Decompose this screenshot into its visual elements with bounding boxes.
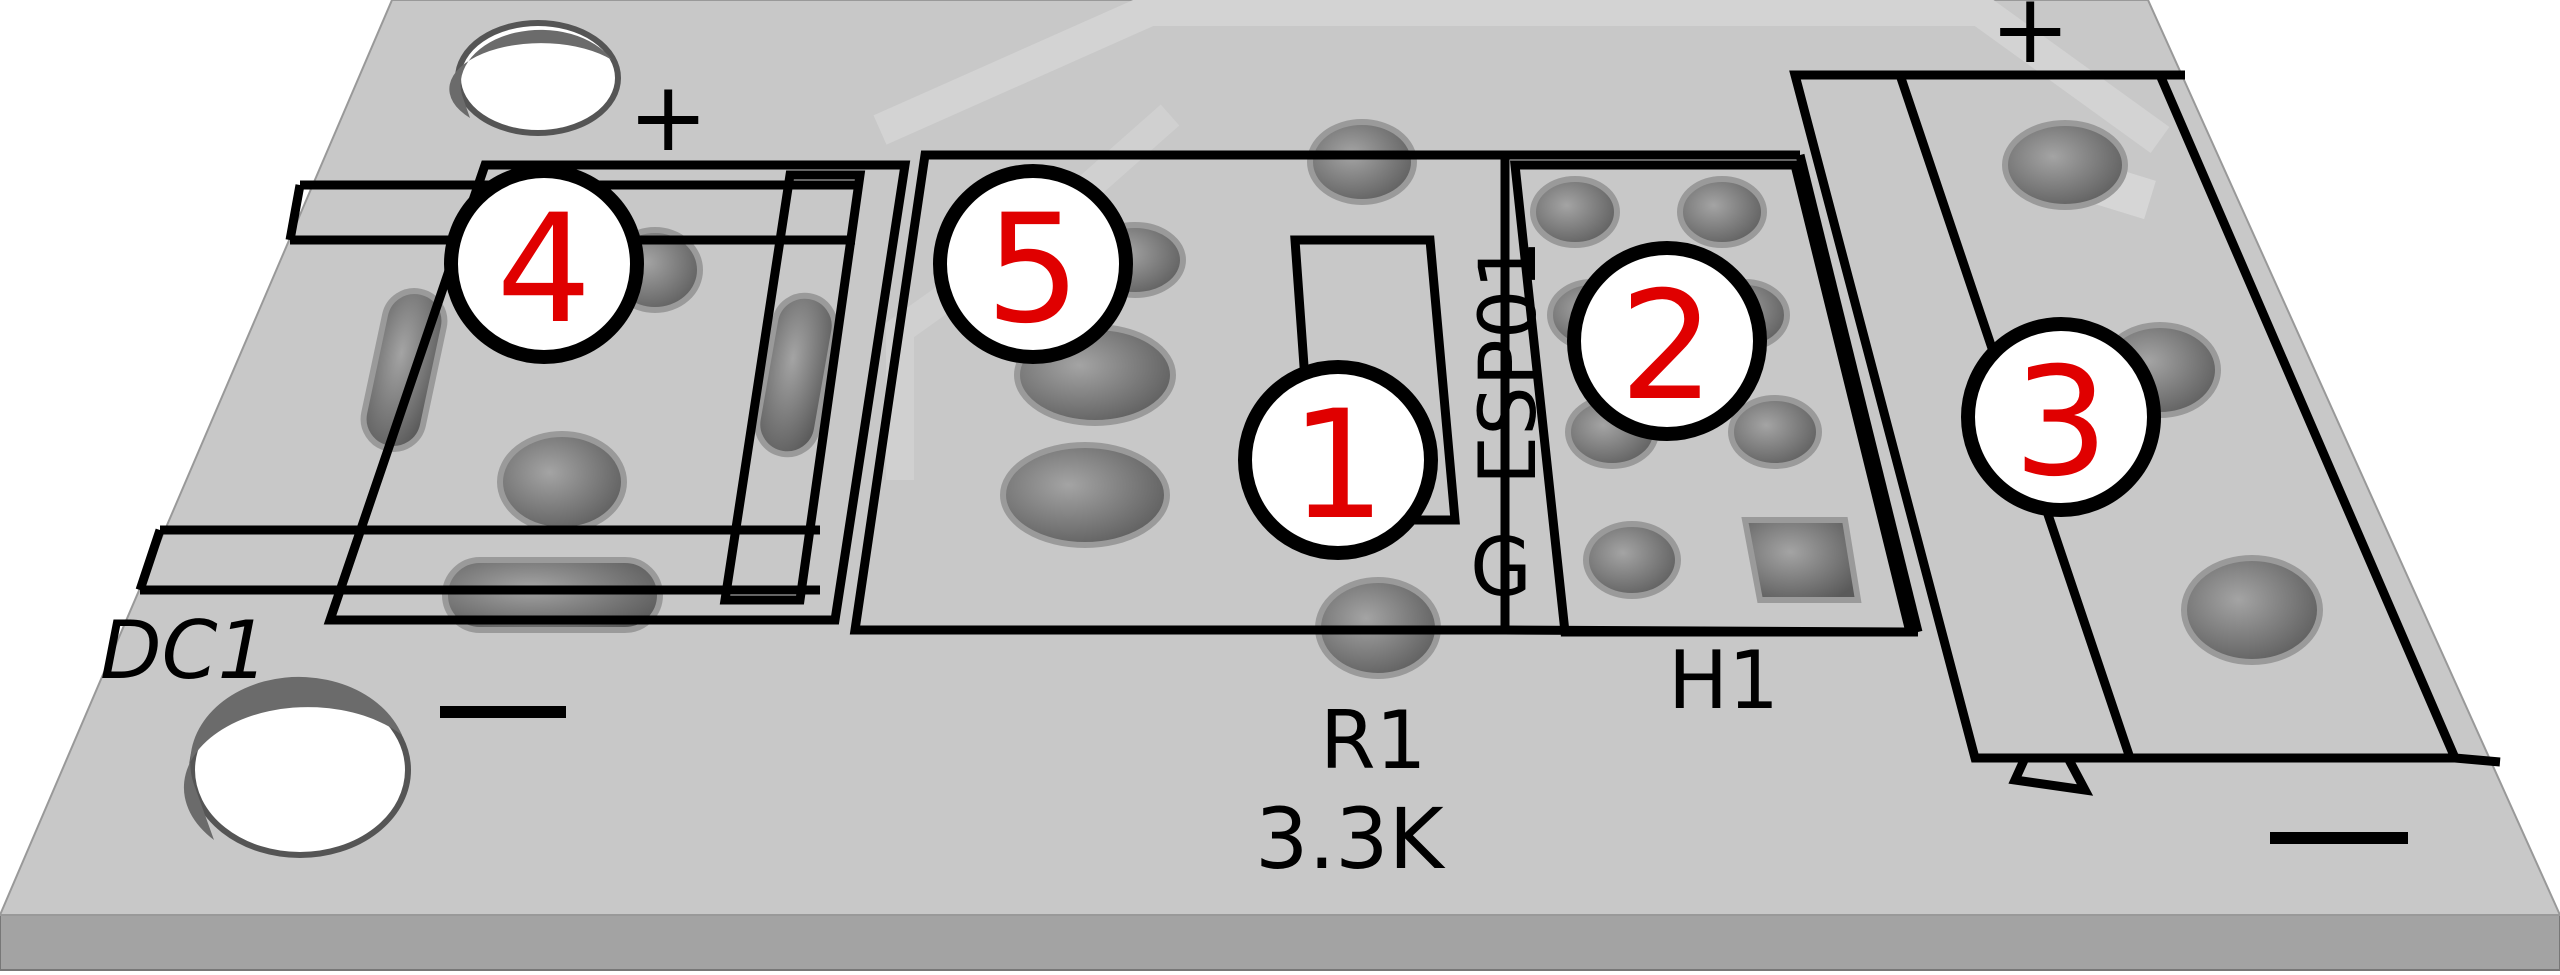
pad-dc1-slot — [442, 557, 663, 633]
board-side — [0, 914, 2560, 971]
silkscreen-labels: + + DC1 ESP01 G R1 3.3K H1 — [100, 0, 2070, 888]
badge-4-number: 4 — [496, 183, 591, 357]
r1-label: R1 — [1320, 694, 1426, 787]
badge-5-number: 5 — [985, 183, 1080, 357]
esp01-label: ESP01 — [1464, 240, 1554, 485]
dc1-outline — [323, 160, 911, 625]
block-3-tab — [2008, 755, 2094, 796]
pad-h1 — [1583, 521, 1681, 599]
plus-label-left: + — [628, 61, 708, 173]
dc1-label: DC1 — [100, 604, 268, 697]
pad-dc1-slot — [754, 292, 838, 458]
badge-1-number: 1 — [1290, 379, 1385, 553]
badge-5: 5 — [933, 164, 1133, 364]
badge-2-number: 2 — [1619, 260, 1714, 434]
block-3-line — [2454, 753, 2501, 767]
pad-3 — [2181, 555, 2323, 665]
mounting-hole-shade — [183, 676, 402, 840]
badge-2: 2 — [1567, 241, 1767, 441]
pad-3 — [2002, 120, 2128, 210]
badge-3: 3 — [1961, 317, 2161, 517]
pad-h1 — [1728, 395, 1822, 469]
dc1-line — [135, 528, 165, 592]
pad-5 — [1000, 442, 1170, 548]
dc1-line — [285, 184, 305, 241]
mounting-hole-shade — [449, 29, 612, 118]
solder-pads — [360, 119, 2323, 679]
badge-3-number: 3 — [2013, 336, 2108, 510]
r1-value-label: 3.3K — [1255, 790, 1446, 888]
h1-line — [1795, 153, 1923, 634]
pad-h1 — [1530, 176, 1620, 248]
mounting-holes — [183, 20, 621, 858]
badge-4: 4 — [444, 164, 644, 364]
pad-dc1 — [497, 431, 627, 533]
dc1-inner — [719, 170, 866, 605]
g-label: G — [1470, 521, 1532, 614]
pad-r1-top — [1307, 119, 1417, 205]
h1-label: H1 — [1668, 634, 1779, 727]
pad-h1 — [1677, 176, 1767, 248]
plus-label-right: + — [1990, 0, 2070, 85]
pad-h1-square — [1741, 517, 1862, 603]
callout-badges: 1 2 3 4 5 — [444, 164, 2161, 560]
h1-line — [1504, 625, 1919, 637]
badge-1: 1 — [1238, 360, 1438, 560]
